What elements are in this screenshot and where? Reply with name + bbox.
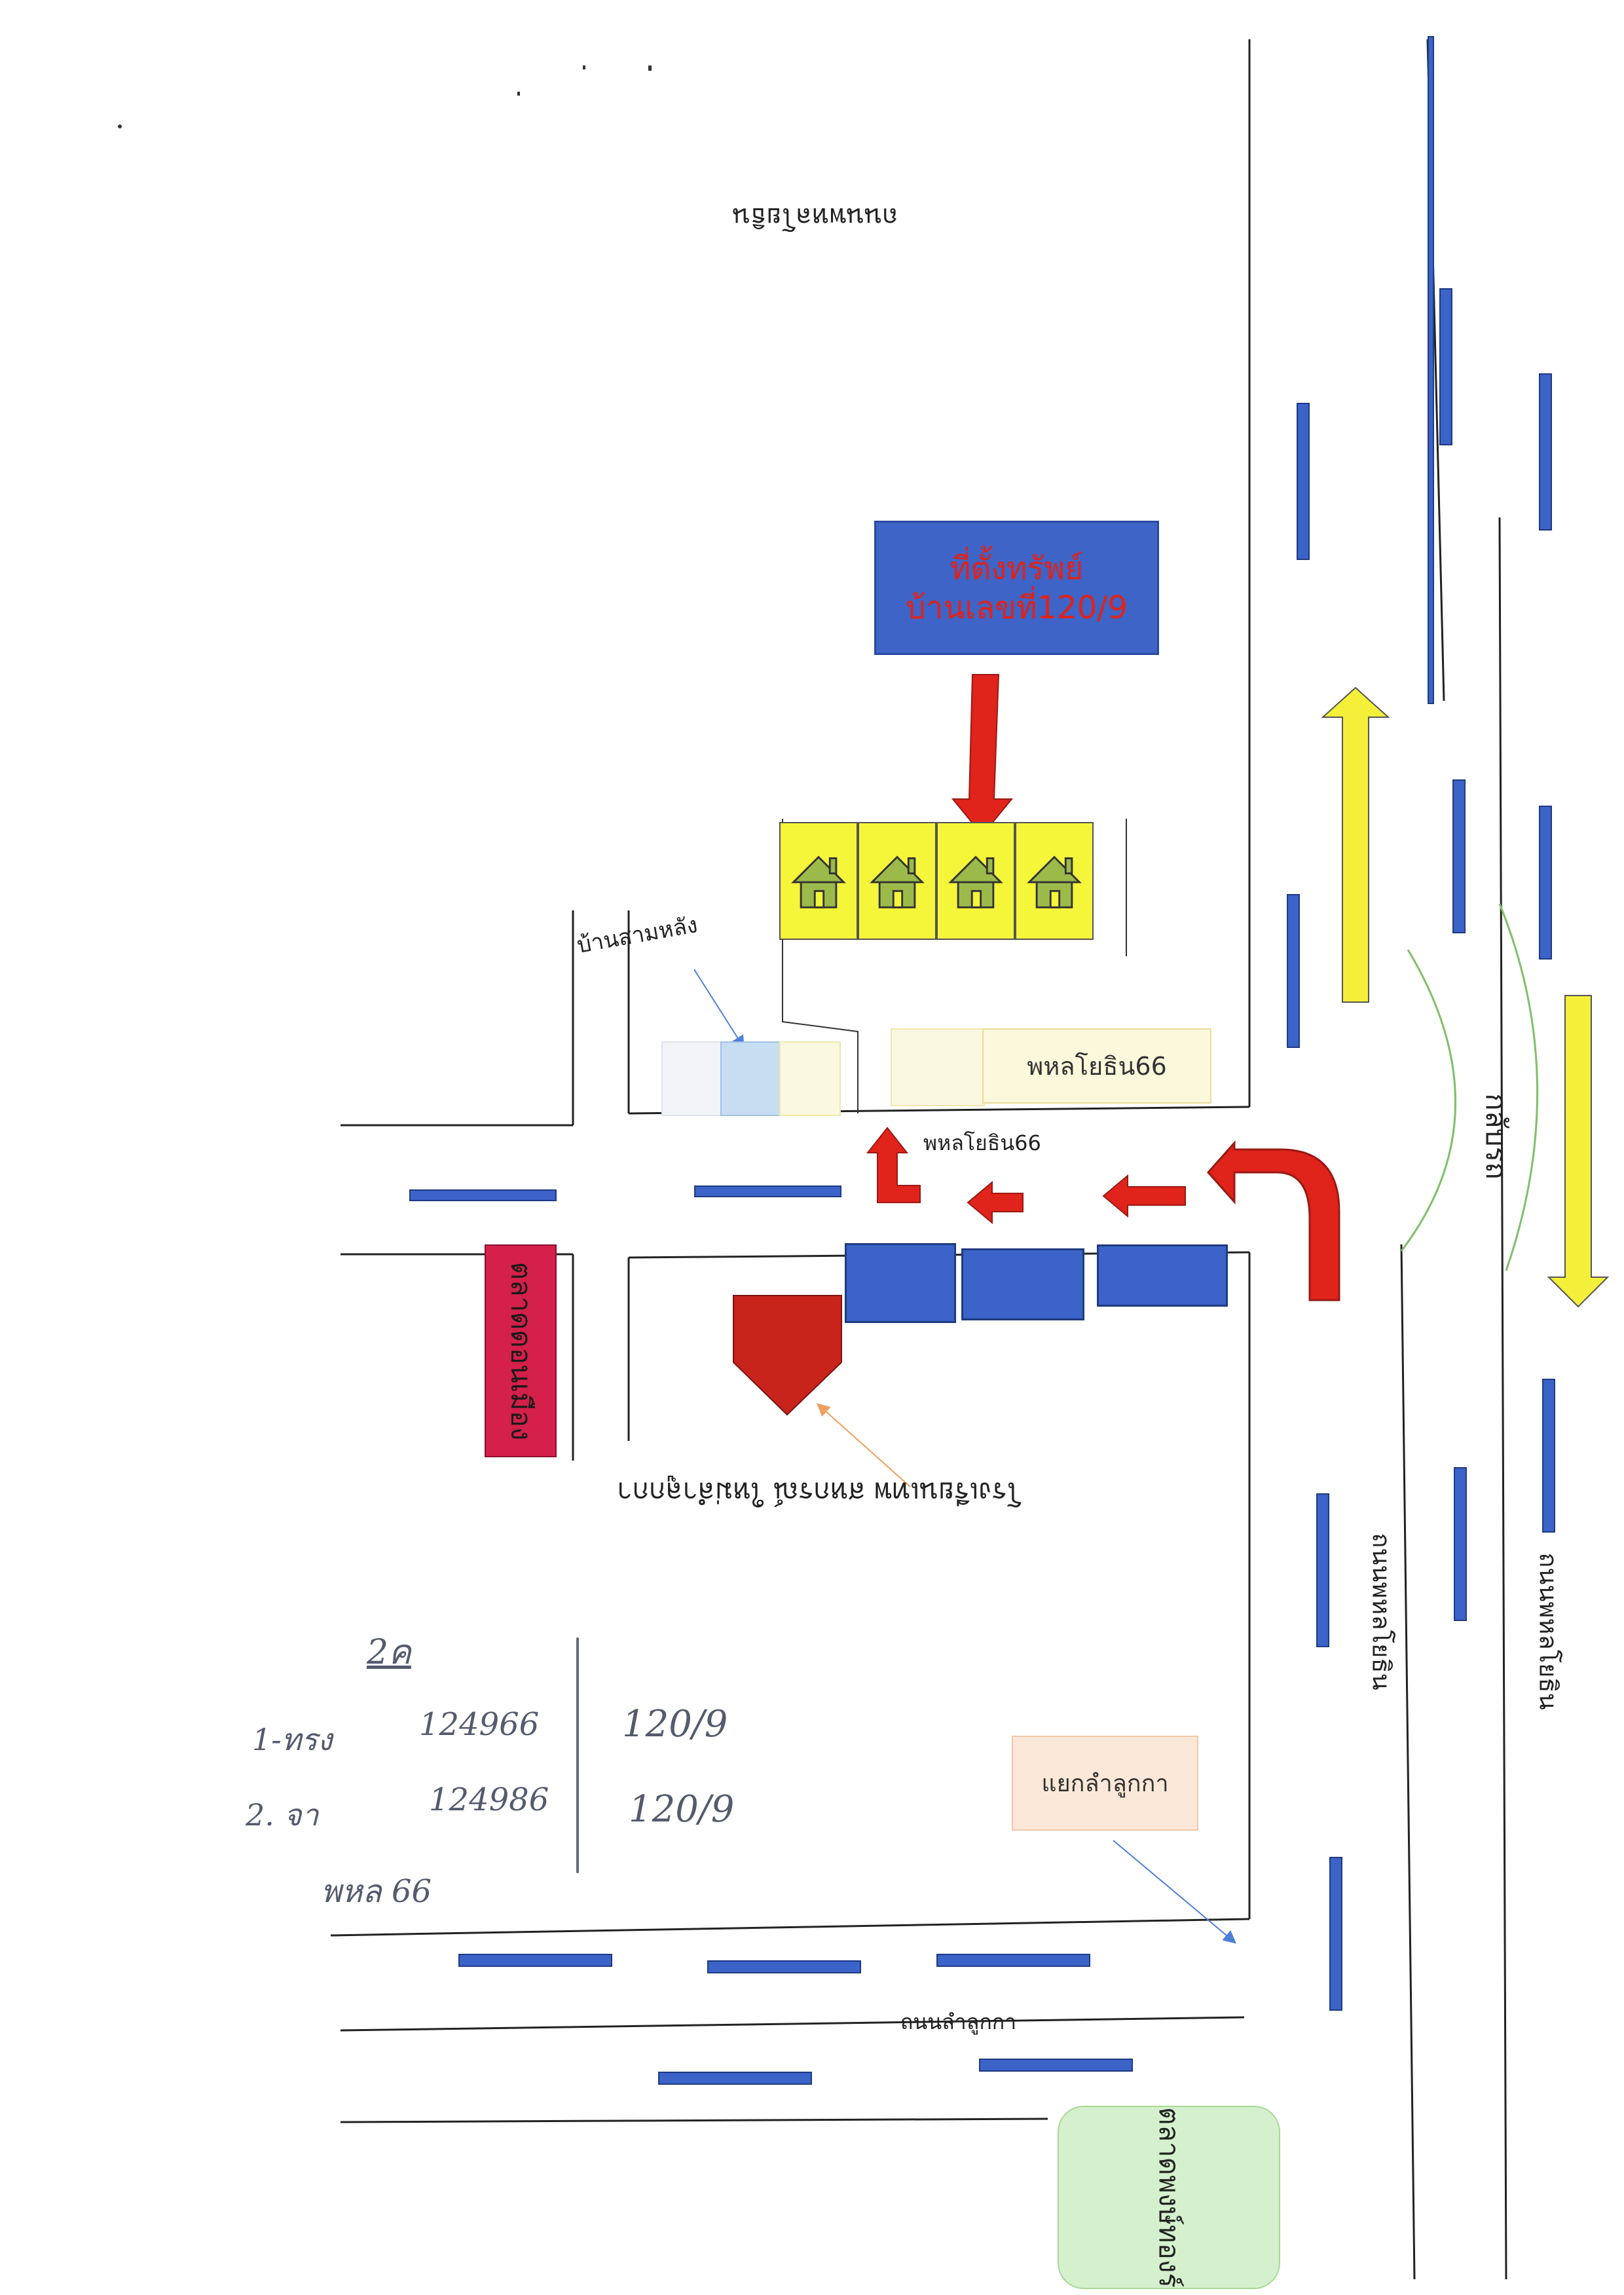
red-arrow-down	[951, 674, 1014, 836]
road-dash	[979, 2059, 1133, 2072]
yellow-arrow-up	[1321, 686, 1390, 1003]
road-dash	[1454, 1467, 1467, 1621]
road-dash	[1542, 1379, 1555, 1533]
red-arrow-left-2	[967, 1180, 1024, 1225]
yellow-arrow-down	[1547, 995, 1610, 1308]
faded-lot	[779, 1041, 841, 1116]
handwritten-row1-name: 1-ทรง	[252, 1722, 333, 1757]
pointer-baan-sam-lang	[693, 969, 745, 1049]
building-block	[1097, 1244, 1228, 1307]
road-dash	[1287, 894, 1300, 1048]
lamlukka-junction-box: แยกลำลูกกา	[1012, 1736, 1198, 1831]
scan-speck	[583, 65, 585, 69]
scan-speck	[118, 124, 122, 128]
road-dash	[1439, 288, 1452, 445]
phahon-road-right-label-2: ถนนพหลโยธิน	[1534, 1552, 1563, 1710]
road-dash	[658, 2072, 812, 2085]
phahon-66-box-label: พหลโยธิน66	[1027, 1052, 1167, 1081]
scan-speck	[517, 92, 520, 96]
side-street-lines	[330, 910, 1251, 2123]
road-dash	[409, 1189, 557, 1201]
school-label: โรงเรียนเทพ สหกรณ์ ใหม่ลำลูกกา	[617, 1476, 1022, 1508]
u-turn-curve-right	[1498, 903, 1539, 1271]
road-dash	[694, 1185, 841, 1197]
pointer-lamlukka	[1113, 1840, 1237, 1944]
phahon-66-road-label: พหลโยธิน66	[923, 1130, 1041, 1155]
scan-speck	[648, 65, 652, 71]
house-lot	[858, 822, 936, 940]
property-title: ที่ตั้งทรัพย์	[950, 550, 1084, 587]
lamlukka-road-label: ถนนลำลูกกา	[900, 2009, 1017, 2034]
red-arrow-curved	[1206, 1140, 1340, 1301]
handwritten-row2-name: 2. จา	[246, 1797, 319, 1833]
road-dash	[1428, 36, 1434, 704]
road-dash	[1452, 779, 1466, 933]
pentagon-marker	[733, 1295, 842, 1416]
house-icon	[870, 855, 925, 908]
house-icon	[1027, 855, 1082, 908]
u-turn-label: กลับรถ	[1479, 1093, 1513, 1180]
green-place-label: ตลาดพงษ์ทองร์	[1153, 2107, 1185, 2288]
road-dash	[458, 1954, 612, 1967]
market-block: ตลาดดอนเมือง	[485, 1244, 557, 1457]
phahon-road-top-label: ถนนพหลโยธิน	[732, 202, 898, 232]
handwritten-row1-house: 120/9	[622, 1703, 728, 1745]
road-dash	[1316, 1493, 1329, 1647]
pointer-school	[817, 1403, 911, 1487]
phahon-road-right-label-1: ถนนพหลโยธิน	[1367, 1533, 1396, 1690]
handwritten-row2-house: 120/9	[629, 1788, 735, 1831]
u-turn-curve-left	[1400, 949, 1457, 1252]
handwritten-top-note: 2ค	[367, 1633, 411, 1672]
road-dash	[1539, 806, 1552, 960]
lamlukka-junction-label: แยกลำลูกกา	[1041, 1770, 1169, 1797]
red-arrow-l-shape	[866, 1127, 921, 1203]
house-icon	[791, 855, 846, 908]
property-location-box: ที่ตั้งทรัพย์ บ้านเลขที่120/9	[874, 521, 1159, 655]
handwritten-row1-num: 124966	[419, 1706, 540, 1743]
house-icon	[948, 855, 1003, 908]
handwritten-footer: พหล 66	[321, 1873, 432, 1910]
building-block	[845, 1243, 956, 1323]
handwritten-divider	[576, 1637, 579, 1873]
baan-sam-lang-lot	[720, 1041, 782, 1116]
house-lot	[1015, 822, 1094, 940]
house-lot	[779, 822, 858, 940]
road-dash	[707, 1960, 861, 1973]
green-place-box: ตลาดพงษ์ทองร์	[1058, 2106, 1280, 2289]
property-house-number: บ้านเลขที่120/9	[906, 589, 1128, 626]
faded-lot	[891, 1028, 985, 1106]
faded-lot	[661, 1041, 723, 1116]
building-block	[961, 1248, 1084, 1320]
handwritten-row2-num: 124986	[429, 1782, 549, 1818]
house-lot-target	[936, 822, 1015, 940]
road-dash	[936, 1954, 1090, 1967]
road-dash	[1539, 373, 1552, 531]
phahon-66-box: พหลโยธิน66	[982, 1028, 1211, 1104]
road-dash	[1329, 1857, 1342, 2011]
road-dash	[1297, 403, 1310, 560]
market-label: ตลาดดอนเมือง	[505, 1261, 538, 1440]
red-arrow-left-1	[1102, 1174, 1186, 1218]
